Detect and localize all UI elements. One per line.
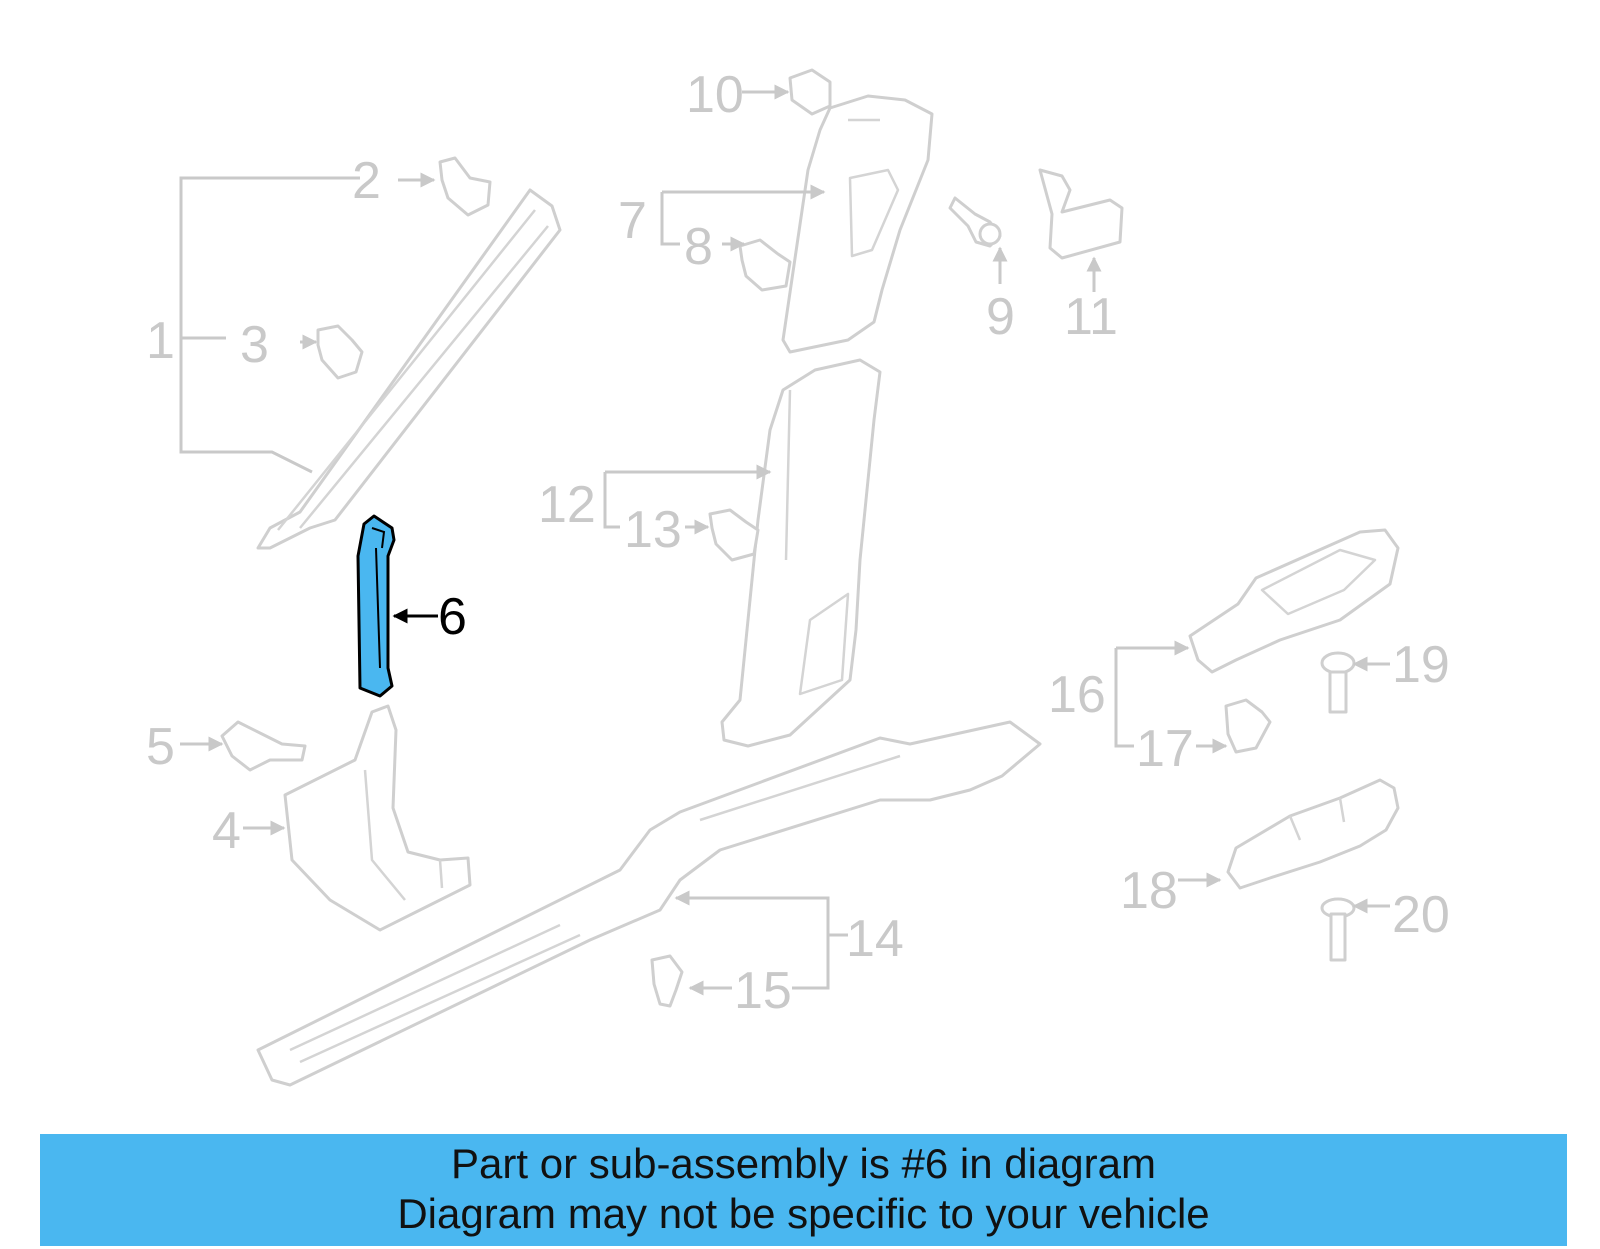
part-5-clip[interactable] <box>220 720 307 772</box>
callout-10: 10 <box>686 66 744 124</box>
part-19-screw[interactable] <box>1320 651 1356 714</box>
info-banner: Part or sub-assembly is #6 in diagram Di… <box>40 1134 1567 1246</box>
callout-3: 3 <box>240 316 269 374</box>
callout-17: 17 <box>1136 720 1194 778</box>
banner-line-disclaimer: Diagram may not be specific to your vehi… <box>397 1190 1210 1237</box>
part-8-clip[interactable] <box>738 238 792 292</box>
part-13-clip[interactable] <box>708 508 760 562</box>
callout-6: 6 <box>438 588 467 646</box>
callout-11: 11 <box>1064 288 1118 346</box>
callout-5: 5 <box>146 718 175 776</box>
callout-labels: 1 2 3 4 5 6 7 8 9 10 11 12 13 14 15 16 1… <box>146 66 1450 1020</box>
callout-16: 16 <box>1048 666 1106 724</box>
callout-8: 8 <box>684 218 713 276</box>
callout-9: 9 <box>986 288 1015 346</box>
banner-line-part: Part or sub-assembly is #6 in diagram <box>451 1140 1156 1187</box>
leader-lines <box>179 84 1390 996</box>
callout-19: 19 <box>1392 636 1450 694</box>
callout-18: 18 <box>1120 862 1178 920</box>
callout-4: 4 <box>212 802 241 860</box>
part-20-bolt[interactable] <box>1320 897 1356 962</box>
part-2-clip[interactable] <box>438 156 492 217</box>
part-6-highlighted-trim[interactable] <box>356 514 396 698</box>
part-4-kick-panel[interactable] <box>283 704 472 932</box>
part-11-hook[interactable] <box>1038 168 1124 260</box>
part-15-clip[interactable] <box>650 954 684 1008</box>
part-17-clip[interactable] <box>1224 698 1272 754</box>
part-14-sill-plate[interactable] <box>256 720 1042 1087</box>
part-12-b-pillar-lower[interactable] <box>720 358 882 748</box>
callout-15: 15 <box>734 962 792 1020</box>
part-7-b-pillar-upper[interactable] <box>781 94 934 354</box>
part-18-bracket[interactable] <box>1226 778 1400 890</box>
callout-14: 14 <box>846 910 904 968</box>
callout-1: 1 <box>146 312 175 370</box>
callout-7: 7 <box>618 192 647 250</box>
part-1-a-pillar-trim[interactable] <box>256 188 562 550</box>
callout-2: 2 <box>352 152 381 210</box>
callout-13: 13 <box>624 501 682 559</box>
part-10-clip[interactable] <box>788 68 832 116</box>
part-16-rear-sill-trim[interactable] <box>1188 528 1400 674</box>
callout-20: 20 <box>1392 886 1450 944</box>
part-9-screw[interactable] <box>948 196 1002 248</box>
callout-12: 12 <box>538 476 596 534</box>
part-3-clip[interactable] <box>316 324 364 380</box>
